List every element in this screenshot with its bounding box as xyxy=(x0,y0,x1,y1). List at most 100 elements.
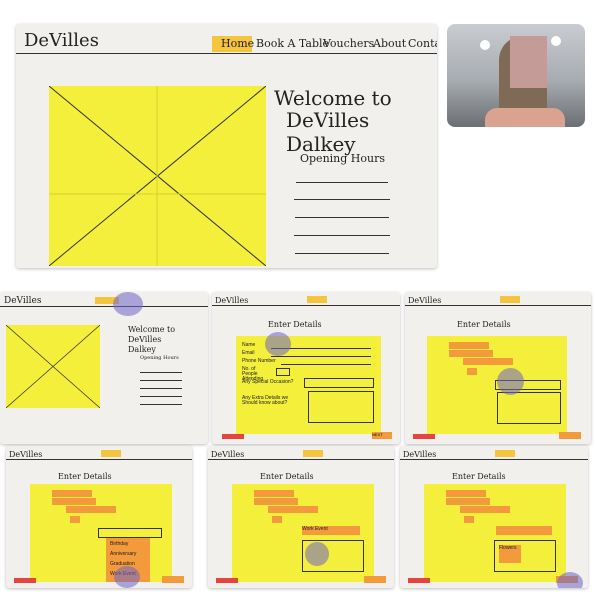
thumb-book-tab xyxy=(101,450,121,457)
hero-image-placeholder xyxy=(49,86,266,266)
thumb-form-postit: Name Email Phone Number No. of People At… xyxy=(236,336,381,434)
thumb-enter-details-title: Enter Details xyxy=(452,472,506,481)
touch-indicator xyxy=(497,368,524,395)
field-occasion-box[interactable] xyxy=(495,380,561,390)
thumb-home[interactable]: DeVilles Welcome to DeVilles Dalkey Open… xyxy=(0,292,208,444)
thumb-logo: DeVilles xyxy=(408,296,442,305)
dropdown-option-anniversary[interactable]: Anniversary xyxy=(110,551,137,557)
dropdown-option-graduation[interactable]: Graduation xyxy=(110,561,135,567)
back-button[interactable] xyxy=(413,434,435,439)
nav-contact[interactable]: Contact xyxy=(408,37,437,50)
thumb-logo: DeVilles xyxy=(9,450,43,459)
ceiling-light-icon xyxy=(551,36,561,46)
hours-line xyxy=(294,199,390,200)
field-extra-label: Any Extra Details we Should know about? xyxy=(242,395,289,406)
hours-line xyxy=(294,235,390,236)
field-extra-box[interactable] xyxy=(302,540,364,572)
field-occasion-label: Any Special Occasion? xyxy=(242,379,294,385)
thumb-book-tab xyxy=(495,450,515,457)
field-extra-box[interactable] xyxy=(497,392,561,424)
field-line xyxy=(271,356,371,357)
filled-phone xyxy=(463,358,513,365)
back-button[interactable] xyxy=(216,578,238,583)
thumb-occasion-selected[interactable]: DeVilles Enter Details Work Event xyxy=(208,446,394,588)
welcome-line2: DeVilles Dalkey xyxy=(286,108,370,156)
nav-book-a-table[interactable]: Book A Table xyxy=(256,37,330,50)
thumb-logo: DeVilles xyxy=(4,296,42,306)
filled-phone xyxy=(268,506,318,513)
thumb-hours-line xyxy=(140,396,182,397)
field-extra-box[interactable] xyxy=(308,391,374,423)
filled-email xyxy=(52,498,96,505)
thumb-header-line xyxy=(0,306,208,307)
thumb-form-postit: Flowers xyxy=(424,484,566,582)
field-people-box[interactable] xyxy=(276,368,290,376)
back-button[interactable] xyxy=(408,578,430,583)
thumb-logo: DeVilles xyxy=(211,450,245,459)
thumb-header-line xyxy=(208,459,394,460)
thumb-logo: DeVilles xyxy=(403,450,437,459)
filled-email xyxy=(446,498,490,505)
thumb-extra-filled[interactable]: DeVilles Enter Details Flowers xyxy=(400,446,588,588)
thumb-welcome: Welcome to DeVilles Dalkey xyxy=(128,325,176,354)
field-extra-box[interactable]: Flowers xyxy=(494,540,556,572)
thumb-book-tab xyxy=(303,450,323,457)
filled-name xyxy=(446,490,486,497)
hours-line xyxy=(295,253,389,254)
thumb-dropdown-open[interactable]: DeVilles Enter Details Birthday Annivers… xyxy=(6,446,192,588)
filled-name xyxy=(449,342,489,349)
nav-home[interactable]: Home xyxy=(221,37,255,50)
filled-name xyxy=(254,490,294,497)
touch-indicator xyxy=(557,572,583,588)
occasion-selected-box[interactable] xyxy=(496,526,552,535)
filled-people xyxy=(467,368,477,375)
field-email-label: Email xyxy=(242,350,255,356)
logo: DeVilles xyxy=(24,30,99,51)
field-occasion-box[interactable] xyxy=(98,528,162,538)
thumb-book-tab xyxy=(307,296,327,303)
thumb-enter-details-title: Enter Details xyxy=(58,472,112,481)
nav-about[interactable]: About xyxy=(373,37,407,50)
thumb-image-placeholder xyxy=(6,325,100,408)
ceiling-light-icon xyxy=(480,40,490,50)
blurred-face xyxy=(510,36,547,88)
nav-vouchers[interactable]: Vouchers xyxy=(323,37,375,50)
field-name-label: Name xyxy=(242,342,256,348)
field-phone-label: Phone Number xyxy=(242,358,276,364)
field-line xyxy=(281,364,371,365)
thumb-home-tab xyxy=(95,297,119,304)
field-occasion-box[interactable] xyxy=(304,378,374,388)
field-people-label: No. of People Attending xyxy=(242,366,264,382)
extra-value: Flowers xyxy=(499,545,521,563)
filled-people xyxy=(464,516,474,523)
next-button[interactable] xyxy=(364,576,386,583)
thumb-hours-line xyxy=(140,372,182,373)
hours-line xyxy=(295,217,389,218)
dropdown-option-birthday[interactable]: Birthday xyxy=(110,541,129,547)
touch-indicator xyxy=(265,332,291,356)
thumb-enter-details-2[interactable]: DeVilles Enter Details xyxy=(405,292,591,444)
thumb-image-cross xyxy=(6,325,100,408)
field-line xyxy=(271,348,371,349)
back-button[interactable] xyxy=(14,578,36,583)
thumb-hours: Opening Hours xyxy=(140,355,179,361)
thumb-logo: DeVilles xyxy=(215,296,249,305)
next-button[interactable] xyxy=(162,576,184,583)
thumb-header-line xyxy=(6,459,192,460)
back-button[interactable] xyxy=(222,434,244,439)
image-placeholder-cross xyxy=(49,86,266,266)
thumb-enter-details-1[interactable]: DeVilles Enter Details Name Email Phone … xyxy=(212,292,400,444)
thumb-enter-details-title: Enter Details xyxy=(457,320,511,329)
thumb-enter-details-title: Enter Details xyxy=(260,472,314,481)
filled-people xyxy=(272,516,282,523)
header-divider xyxy=(16,53,437,54)
occasion-selected-value[interactable]: Work Event xyxy=(302,526,360,535)
next-button[interactable] xyxy=(559,432,581,439)
thumb-header-line xyxy=(400,459,588,460)
thumb-header-line xyxy=(212,305,400,306)
filled-phone xyxy=(460,506,510,513)
thumb-book-tab xyxy=(500,296,520,303)
touch-indicator xyxy=(305,542,329,566)
next-button[interactable]: NEXT xyxy=(372,432,392,439)
thumb-enter-details-title: Enter Details xyxy=(268,320,322,329)
